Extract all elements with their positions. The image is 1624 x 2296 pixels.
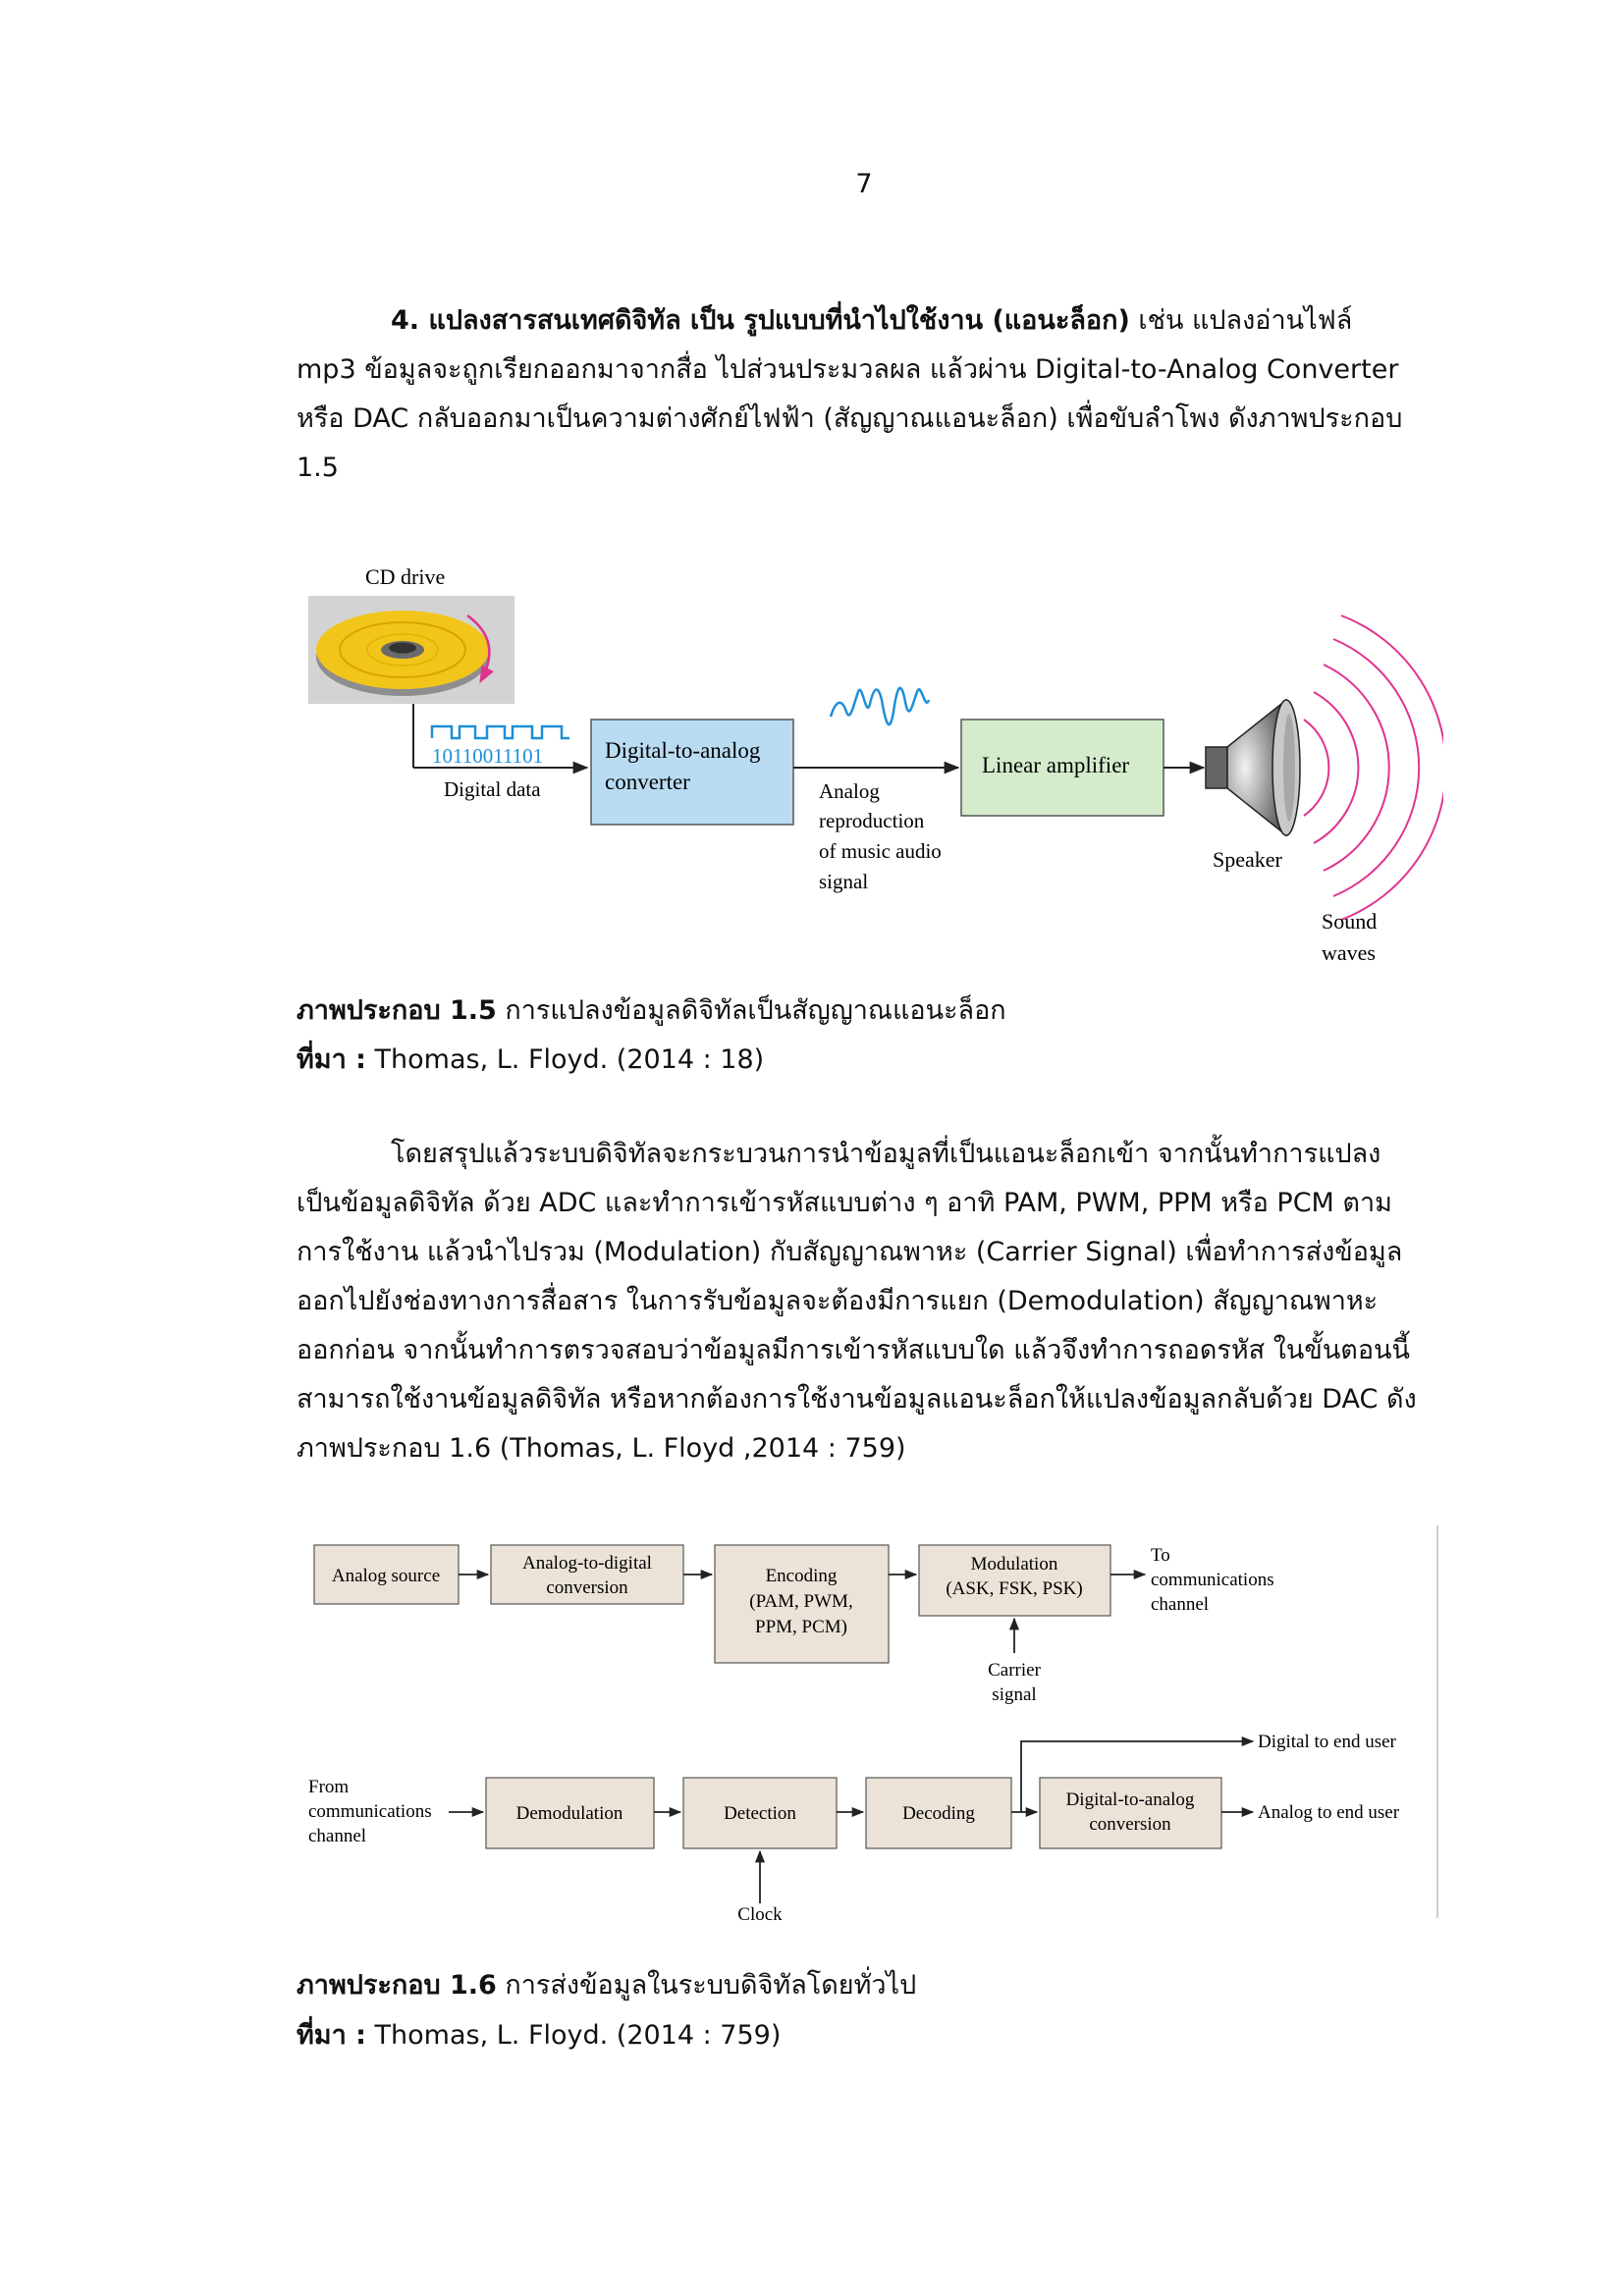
paragraph-line: การใช้งาน แล้วนำไปรวม (Modulation) กับสั… [297, 1237, 1403, 1267]
to-channel-line2: communications [1151, 1570, 1274, 1590]
paragraph-line: เป็นข้อมูลดิจิทัล ด้วย ADC และทำการเข้าร… [297, 1188, 1392, 1218]
paragraph-line: ออกไปยังช่องทางการสื่อสาร ในการรับข้อมูล… [297, 1286, 1379, 1316]
sound-waves-icon [1303, 614, 1443, 921]
analog-wave-icon [829, 686, 931, 726]
paragraph-line: สามารถใช้งานข้อมูลดิจิทัล หรือหากต้องการ… [297, 1384, 1417, 1415]
clock-label: Clock [737, 1904, 783, 1925]
dac-label-line1: Digital-to-analog [1066, 1789, 1195, 1810]
cd-drive-label: CD drive [365, 564, 445, 589]
digital-out-arrow [1020, 1735, 1255, 1812]
analog-source-label: Analog source [332, 1566, 440, 1586]
dac-label-line2: converter [605, 770, 690, 794]
paragraph-line: mp3 ข้อมูลจะถูกเรียกออกมาจากสื่อ ไปส่วนป… [297, 354, 1399, 385]
dac-box [590, 719, 794, 826]
figure-source: ที่มา : Thomas, L. Floyd. (2014 : 759) [297, 2020, 782, 2051]
decoding-box [865, 1777, 1012, 1849]
figure-source: ที่มา : Thomas, L. Floyd. (2014 : 18) [297, 1044, 765, 1075]
modulation-box [918, 1544, 1111, 1617]
paragraph-line: ภาพประกอบ 1.6 (Thomas, L. Floyd ,2014 : … [297, 1433, 906, 1464]
dac-label-line2: conversion [1089, 1814, 1171, 1835]
paragraph-dac-intro: 4. แปลงสารสนเทศดิจิทัล เป็น รูปแบบที่นำไ… [297, 296, 1435, 493]
from-channel-line2: communications [308, 1801, 432, 1822]
adc-label-line2: conversion [546, 1577, 628, 1598]
from-channel-line1: From [308, 1777, 349, 1797]
paragraph-line: โดยสรุปแล้วระบบดิจิทัลจะกระบวนการนำข้อมู… [391, 1139, 1381, 1169]
dac-label-line1: Digital-to-analog [605, 738, 761, 763]
speaker-label: Speaker [1213, 847, 1283, 872]
demodulation-label: Demodulation [516, 1803, 623, 1824]
modulation-label-line1: Modulation [971, 1554, 1058, 1575]
encoding-label-line1: Encoding [766, 1566, 838, 1586]
sound-label-line2: waves [1322, 940, 1376, 965]
figure-digital-transmission: Analog source Analog-to-digital conversi… [295, 1525, 1443, 1938]
demodulation-box [485, 1777, 655, 1849]
figure-caption: ภาพประกอบ 1.5 การแปลงข้อมูลดิจิทัลเป็นสั… [297, 995, 1006, 1026]
analog-label-line1: Analog [819, 779, 880, 803]
analog-label-line4: signal [819, 870, 868, 893]
paragraph-line: หรือ DAC กลับออกมาเป็นความต่างศักย์ไฟฟ้า… [297, 403, 1403, 434]
binary-bits: 10110011101 [432, 744, 543, 768]
linear-amplifier-label: Linear amplifier [982, 753, 1129, 777]
modulation-label-line2: (ASK, FSK, PSK) [946, 1578, 1082, 1599]
analog-label-line3: of music audio [819, 839, 942, 863]
from-channel-line3: channel [308, 1826, 366, 1846]
sound-label-line1: Sound [1322, 909, 1377, 934]
paragraph-line: 4. แปลงสารสนเทศดิจิทัล เป็น รูปแบบที่นำไ… [391, 305, 1353, 336]
detection-label: Detection [724, 1803, 796, 1824]
cd-drive-icon [308, 596, 514, 704]
paragraph-heading: 4. แปลงสารสนเทศดิจิทัล เป็น รูปแบบที่นำไ… [391, 305, 1130, 336]
carrier-label-line1: Carrier [988, 1660, 1041, 1681]
analog-end-user-label: Analog to end user [1258, 1802, 1400, 1823]
digital-end-user-label: Digital to end user [1258, 1732, 1397, 1752]
dac-box [1039, 1777, 1222, 1849]
speaker-icon [1205, 698, 1301, 837]
detection-box [682, 1777, 838, 1849]
figure-dac-playback: CD drive 10110011101 Digital data Digita… [295, 555, 1443, 987]
carrier-label-line2: signal [992, 1684, 1036, 1705]
paragraph-summary: โดยสรุปแล้วระบบดิจิทัลจะกระบวนการนำข้อมู… [297, 1130, 1435, 1473]
paragraph-line: ออกก่อน จากนั้นทำการตรวจสอบว่าข้อมูลมีกา… [297, 1335, 1410, 1365]
encoding-box [714, 1544, 890, 1664]
encoding-label-line3: PPM, PCM) [755, 1617, 847, 1637]
adc-label-line1: Analog-to-digital [522, 1553, 652, 1574]
encoding-label-line2: (PAM, PWM, [749, 1591, 852, 1612]
adc-box [490, 1544, 684, 1605]
decoding-label: Decoding [902, 1803, 975, 1824]
analog-label-line2: reproduction [819, 809, 925, 832]
to-channel-line1: To [1151, 1545, 1170, 1566]
digital-pulse-icon [430, 724, 569, 740]
linear-amplifier-box [960, 719, 1164, 817]
paragraph-line: 1.5 [297, 453, 339, 483]
analog-source-box [313, 1544, 460, 1605]
digital-data-label: Digital data [444, 777, 541, 801]
page-number: 7 [855, 169, 873, 199]
figure-caption: ภาพประกอบ 1.6 การส่งข้อมูลในระบบดิจิทัลโ… [297, 1970, 917, 2001]
to-channel-line3: channel [1151, 1594, 1209, 1615]
